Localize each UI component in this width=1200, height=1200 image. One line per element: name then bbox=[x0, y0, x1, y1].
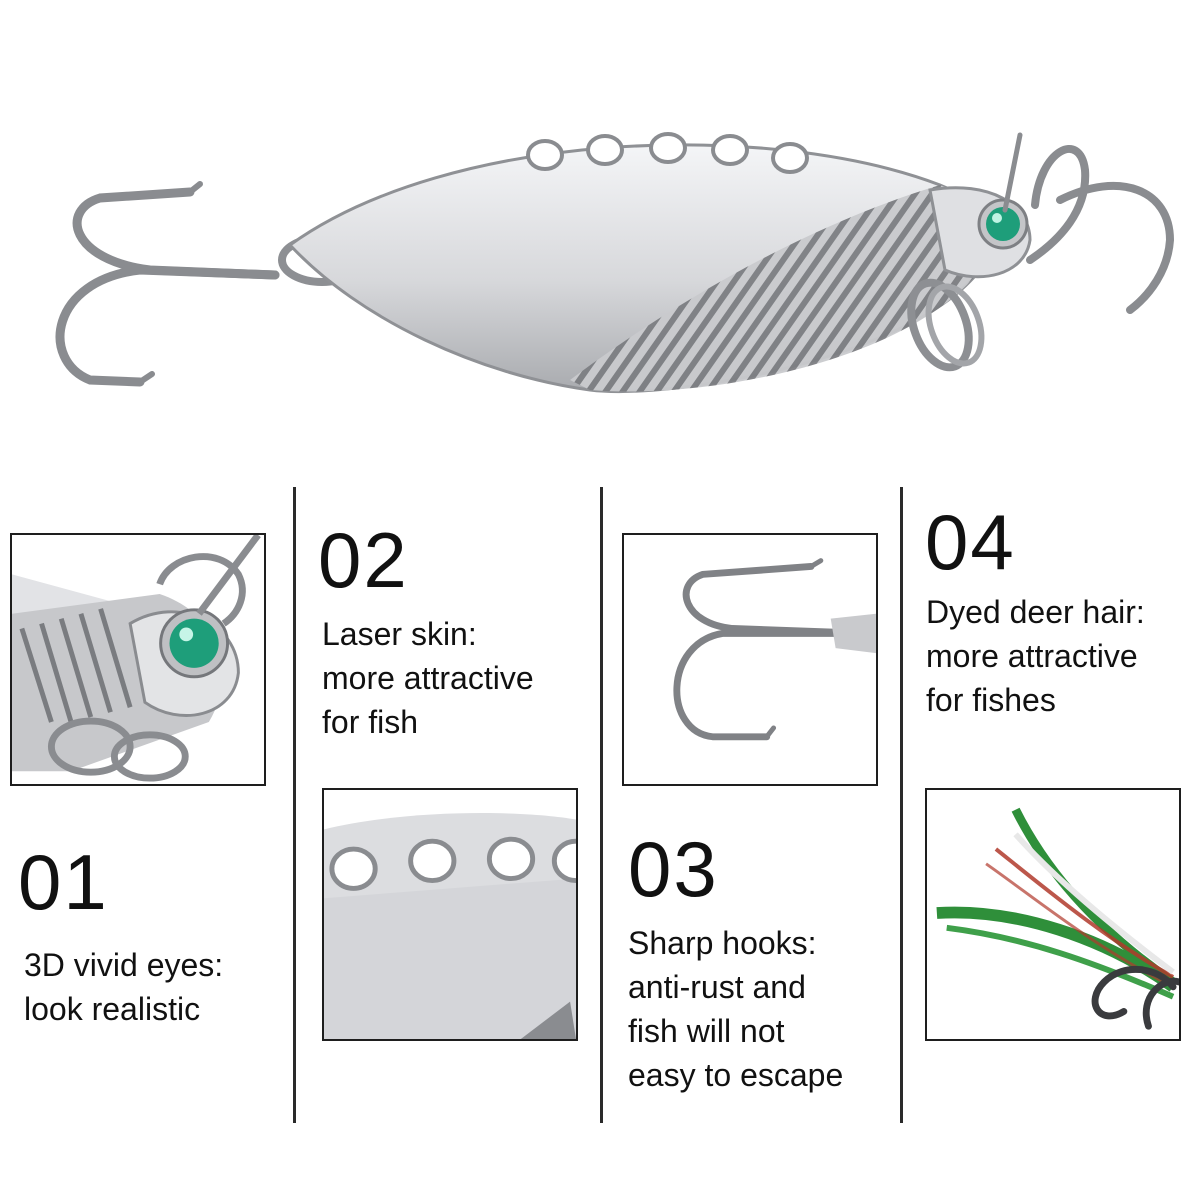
feature-04-line-1: Dyed deer hair: bbox=[926, 594, 1145, 630]
feature-03-line-2: anti-rust and bbox=[628, 969, 806, 1005]
left-treble-hook-icon bbox=[55, 181, 280, 387]
eye-closeup-eye-icon bbox=[159, 608, 230, 679]
hook-closeup-image bbox=[622, 533, 878, 786]
feature-03-line-3: fish will not bbox=[628, 1013, 785, 1049]
laser-skin-scales bbox=[570, 185, 992, 392]
blade-holes-closeup-image bbox=[322, 788, 578, 1041]
feature-03-description: Sharp hooks: anti-rust and fish will not… bbox=[628, 921, 843, 1097]
blade-holes bbox=[526, 132, 809, 174]
feature-03-number: 03 bbox=[628, 825, 719, 913]
feature-02-line-2: more attractive bbox=[322, 660, 534, 696]
feature-02-description: Laser skin: more attractive for fish bbox=[322, 612, 534, 744]
eye-closeup-image bbox=[10, 533, 266, 786]
fish-eye-icon bbox=[977, 198, 1029, 250]
feature-01-line-2: look realistic bbox=[24, 991, 201, 1027]
feature-03-line-1: Sharp hooks: bbox=[628, 925, 817, 961]
divider-1 bbox=[293, 487, 296, 1123]
feature-04-line-2: more attractive bbox=[926, 638, 1138, 674]
divider-3 bbox=[900, 487, 903, 1123]
feature-04-line-3: for fishes bbox=[926, 682, 1056, 718]
feature-04-number: 04 bbox=[925, 498, 1016, 586]
feather-icon bbox=[936, 807, 1177, 1000]
right-treble-hook-icon bbox=[1002, 132, 1175, 314]
feather-closeup-image bbox=[925, 788, 1181, 1041]
feature-03-line-4: easy to escape bbox=[628, 1057, 844, 1093]
feature-02-line-1: Laser skin: bbox=[322, 616, 477, 652]
hero-lure-image bbox=[30, 110, 1180, 410]
feature-01-description: 3D vivid eyes: look realistic bbox=[24, 943, 223, 1031]
feature-02-line-3: for fish bbox=[322, 704, 419, 740]
feature-04-description: Dyed deer hair: more attractive for fish… bbox=[926, 590, 1145, 722]
divider-2 bbox=[600, 487, 603, 1123]
feature-02-number: 02 bbox=[318, 516, 409, 604]
treble-hook-icon bbox=[673, 558, 874, 741]
feature-01-number: 01 bbox=[18, 838, 109, 926]
feature-01-line-1: 3D vivid eyes: bbox=[24, 947, 224, 983]
